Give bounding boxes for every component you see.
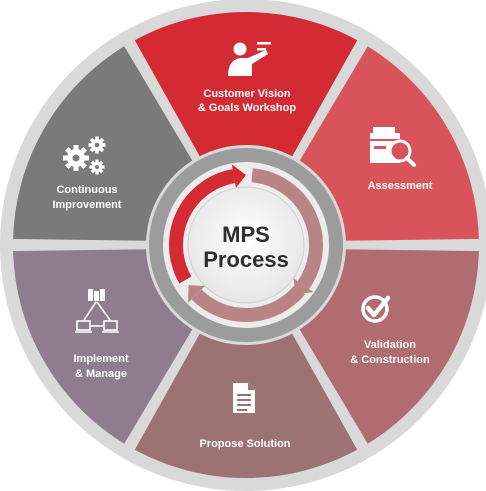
gears-icon bbox=[63, 136, 106, 175]
label-assessment: Assessment bbox=[368, 180, 433, 192]
label-implement-line2: & Manage bbox=[75, 368, 127, 380]
cycle-arrows bbox=[169, 164, 323, 322]
label-implement-line1: Implement bbox=[73, 353, 128, 365]
cycle-arrow-muted-bottom bbox=[191, 285, 305, 322]
presenter-icon bbox=[228, 42, 271, 76]
cycle-arrow-muted-bottom-head bbox=[188, 285, 205, 303]
check-badge-icon bbox=[361, 295, 391, 323]
center-title-line1: MPS bbox=[222, 222, 270, 247]
cycle-arrow-red bbox=[169, 169, 236, 284]
cycle-arrow-red-head bbox=[231, 164, 246, 188]
network-icon bbox=[75, 289, 119, 333]
copier-magnifier-icon bbox=[370, 127, 416, 167]
center-title-line2: Process bbox=[203, 247, 289, 272]
label-continuous-line1: Continuous bbox=[56, 184, 117, 196]
document-icon bbox=[233, 383, 255, 413]
label-customer-vision-line2: & Goals Workshop bbox=[198, 102, 296, 114]
label-validation-line2: & Construction bbox=[350, 354, 430, 366]
center-disk bbox=[187, 186, 305, 304]
cycle-arrow-muted-right bbox=[251, 168, 323, 290]
label-customer-vision-line1: Customer Vision bbox=[203, 88, 290, 100]
label-propose-solution: Propose Solution bbox=[199, 438, 290, 450]
label-validation-line1: Validation bbox=[364, 339, 416, 351]
label-continuous-line2: Improvement bbox=[52, 199, 121, 211]
